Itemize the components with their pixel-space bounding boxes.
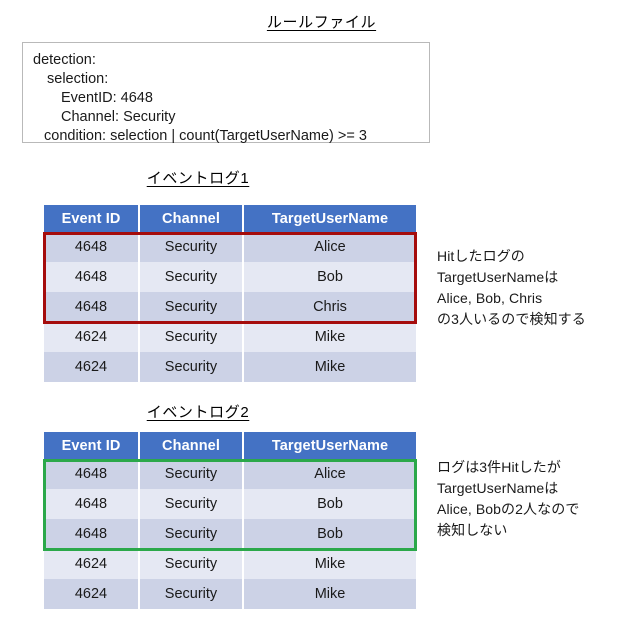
event-log-1-annotation: Hitしたログの TargetUserNameは Alice, Bob, Chr… <box>437 248 586 327</box>
event-log-1-title: イベントログ1 <box>146 170 250 187</box>
cell-target-user-name: Mike <box>243 549 416 579</box>
column-header-channel: Channel <box>139 205 244 232</box>
cell-event-id: 4648 <box>44 292 140 322</box>
rule-file-title: ルールファイル <box>266 14 377 31</box>
table-row: 4624 Security Mike <box>44 322 416 352</box>
cell-event-id: 4648 <box>44 519 140 549</box>
event-log-2-table: Event ID Channel TargetUserName 4648 Sec… <box>44 432 416 609</box>
rule-line: condition: selection | count(TargetUserN… <box>44 128 367 144</box>
table-row: 4624 Security Mike <box>44 352 416 382</box>
cell-event-id: 4648 <box>44 232 140 262</box>
cell-target-user-name: Mike <box>243 322 416 352</box>
event-log-2-title: イベントログ2 <box>146 404 250 421</box>
cell-target-user-name: Bob <box>243 489 416 519</box>
column-header-event-id: Event ID <box>44 432 140 459</box>
cell-channel: Security <box>139 292 244 322</box>
event-log-1-table: Event ID Channel TargetUserName 4648 Sec… <box>44 205 416 382</box>
table-row: 4648 Security Bob <box>44 489 416 519</box>
cell-event-id: 4648 <box>44 459 140 489</box>
cell-target-user-name: Alice <box>243 459 416 489</box>
cell-event-id: 4624 <box>44 579 140 609</box>
cell-target-user-name: Bob <box>243 519 416 549</box>
cell-channel: Security <box>139 519 244 549</box>
column-header-channel: Channel <box>139 432 244 459</box>
cell-target-user-name: Chris <box>243 292 416 322</box>
column-header-target-user-name: TargetUserName <box>243 432 416 459</box>
rule-line: detection: <box>33 52 96 68</box>
cell-event-id: 4624 <box>44 352 140 382</box>
cell-channel: Security <box>139 489 244 519</box>
cell-target-user-name: Bob <box>243 262 416 292</box>
cell-target-user-name: Mike <box>243 352 416 382</box>
table-header-row: Event ID Channel TargetUserName <box>44 432 416 459</box>
table-row: 4648 Security Chris <box>44 292 416 322</box>
table-row: 4648 Security Alice <box>44 459 416 489</box>
rule-file-box: detection: selection: EventID: 4648 Chan… <box>22 42 430 144</box>
event-log-2-annotation: ログは3件Hitしたが TargetUserNameは Alice, Bobの2… <box>437 459 580 538</box>
column-header-event-id: Event ID <box>44 205 140 232</box>
cell-channel: Security <box>139 232 244 262</box>
column-header-target-user-name: TargetUserName <box>243 205 416 232</box>
cell-channel: Security <box>139 322 244 352</box>
rule-line: Channel: Security <box>61 109 176 125</box>
table-header-row: Event ID Channel TargetUserName <box>44 205 416 232</box>
rule-line: selection: <box>47 71 109 87</box>
cell-channel: Security <box>139 459 244 489</box>
table-row: 4648 Security Bob <box>44 262 416 292</box>
cell-event-id: 4648 <box>44 489 140 519</box>
table-row: 4648 Security Alice <box>44 232 416 262</box>
cell-channel: Security <box>139 579 244 609</box>
cell-target-user-name: Alice <box>243 232 416 262</box>
rule-line: EventID: 4648 <box>61 90 153 106</box>
cell-event-id: 4624 <box>44 322 140 352</box>
table-row: 4624 Security Mike <box>44 549 416 579</box>
cell-event-id: 4624 <box>44 549 140 579</box>
table-row: 4624 Security Mike <box>44 579 416 609</box>
cell-target-user-name: Mike <box>243 579 416 609</box>
cell-event-id: 4648 <box>44 262 140 292</box>
cell-channel: Security <box>139 352 244 382</box>
cell-channel: Security <box>139 549 244 579</box>
table-row: 4648 Security Bob <box>44 519 416 549</box>
cell-channel: Security <box>139 262 244 292</box>
